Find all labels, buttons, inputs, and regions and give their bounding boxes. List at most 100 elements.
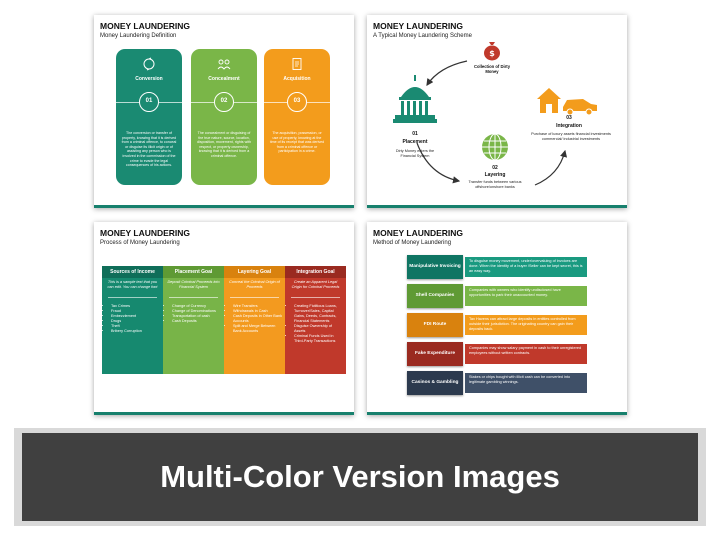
slide-title: MONEY LAUNDERING [100, 21, 191, 31]
list-item: Withdrawals in Cash [233, 309, 282, 314]
method-tag: Casinos & Gambling [407, 371, 463, 395]
column-subtitle: Deposit Criminal Proceeds into Financial… [167, 280, 220, 289]
list-item: Bribery Corruption [111, 329, 160, 334]
card-divider [191, 102, 214, 103]
slide-method-of-money-laundering[interactable]: MONEY LAUNDERING Method of Money Launder… [367, 222, 627, 415]
method-desc: Companies with owners who identify undis… [465, 286, 587, 306]
column-head: Sources of Income [102, 266, 163, 278]
svg-text:$: $ [489, 49, 495, 58]
layering-label: Layering [484, 172, 506, 178]
column-divider [291, 297, 340, 298]
list-item: Creating Fictitious Loans, Turnover/Sale… [294, 304, 343, 324]
method-desc: To disguise money movement, under/overva… [465, 257, 587, 277]
globe-icon [482, 133, 508, 161]
column-list: Tax Crimes Fraud Embezzlement Drugs Thef… [111, 304, 160, 334]
card-acquisition: Acquisition 03 The acquisition, possessi… [264, 49, 330, 185]
card-divider [116, 102, 139, 103]
banner-frame: Multi-Color Version Images [14, 428, 706, 526]
card-concealment: Concealment 02 The concealment or disgui… [191, 49, 257, 185]
card-divider [159, 102, 182, 103]
list-item: Embezzlement [111, 314, 160, 319]
list-item: Cash Deposits in Other Bank Accounts [233, 314, 282, 324]
document-icon [292, 58, 302, 70]
card-conversion: Conversion 01 The conversion or transfer… [116, 49, 182, 185]
column-sources-of-income: Sources of Income This is a sample text … [102, 266, 163, 374]
slide-title: MONEY LAUNDERING [373, 228, 464, 238]
money-bag-icon: $ [484, 42, 500, 61]
method-tag: Shell Companies [407, 284, 463, 308]
method-tag: Manipulative Invoicing [407, 255, 463, 279]
column-head: Layering Goal [224, 266, 285, 278]
method-tag: FDI Route [407, 313, 463, 337]
slide-footer-bar [367, 205, 627, 208]
list-item: Change of Currency [172, 304, 221, 309]
slide-subtitle: Money Laundering Definition [100, 33, 177, 39]
column-subtitle: This is a sample text that you can edit.… [107, 280, 158, 289]
layering-desc: Transfer funds between various offshore/… [468, 180, 522, 189]
list-item: Change of Denominations [172, 309, 221, 314]
card-label: Conversion [135, 76, 163, 82]
card-label: Acquisition [283, 76, 311, 82]
integration-label: Integration [556, 123, 582, 129]
method-desc: Stakes or chips bought with illicit cash… [465, 373, 587, 393]
column-divider [108, 297, 157, 298]
integration-desc: Purchase of luxury assets financial inve… [531, 132, 611, 141]
capitol-building-icon [393, 75, 437, 123]
layering-number: 02 [492, 165, 498, 171]
card-divider [264, 102, 287, 103]
method-desc: Companies may show salary payment in cas… [465, 344, 587, 364]
list-item: Split and Merge Between Bank Accounts [233, 324, 282, 334]
column-head: Integration Goal [285, 266, 346, 278]
list-item: Cash Deposits [172, 319, 221, 324]
list-item: Drugs [111, 319, 160, 324]
slide-subtitle: Process of Money Laundering [100, 240, 180, 246]
placement-desc: Dirty Money enters the Financial System [395, 149, 435, 158]
slide-subtitle: A Typical Money Laundering Scheme [373, 33, 472, 39]
cycle-arrows [416, 60, 568, 186]
column-integration-goal: Integration Goal Create an Apparent Lega… [285, 266, 346, 374]
list-item: Tax Crimes [111, 304, 160, 309]
card-divider [234, 102, 257, 103]
list-item: Fraud [111, 309, 160, 314]
column-list: Wire Transfers Withdrawals in Cash Cash … [233, 304, 282, 334]
house-car-icon [537, 88, 597, 115]
card-number: 01 [139, 92, 159, 112]
banner-title: Multi-Color Version Images [22, 433, 698, 521]
list-item: Criminal Funds Used in Third-Party Trans… [294, 334, 343, 344]
column-subtitle: Conceal the Criminal Origin of Proceeds [229, 280, 280, 289]
placement-label: Placement [402, 139, 428, 145]
list-item: Transportation of cash [172, 314, 221, 319]
method-tag: Fake Expenditure [407, 342, 463, 366]
slide-footer-bar [367, 412, 627, 415]
card-body: The concealment or disguising of the tru… [197, 131, 251, 158]
card-body: The acquisition, possession, or use of p… [269, 131, 325, 154]
column-divider [230, 297, 279, 298]
list-item: Wire Transfers [233, 304, 282, 309]
list-item: Disguise Ownership of Assets [294, 324, 343, 334]
placement-number: 01 [412, 131, 418, 137]
card-number: 02 [214, 92, 234, 112]
integration-number: 03 [566, 115, 572, 121]
collection-label: Collection of Dirty Money [473, 64, 511, 74]
card-body: The conversion or transfer of property, … [121, 131, 177, 168]
column-list: Change of Currency Change of Denominatio… [172, 304, 221, 324]
column-subtitle: Create an Apparent Legal Origin for Crim… [291, 280, 340, 289]
column-placement-goal: Placement Goal Deposit Criminal Proceeds… [163, 266, 224, 374]
card-divider [307, 102, 330, 103]
method-desc: Tax Havens can attract large deposits in… [465, 315, 587, 335]
slide-footer-bar [94, 205, 354, 208]
card-label: Concealment [208, 76, 240, 82]
column-head: Placement Goal [163, 266, 224, 278]
slide-money-laundering-definition[interactable]: MONEY LAUNDERING Money Laundering Defini… [94, 15, 354, 208]
slide-process-of-money-laundering[interactable]: MONEY LAUNDERING Process of Money Launde… [94, 222, 354, 415]
slide-subtitle: Method of Money Laundering [373, 240, 452, 246]
slide-money-laundering-scheme[interactable]: MONEY LAUNDERING A Typical Money Launder… [367, 15, 627, 208]
column-divider [169, 297, 218, 298]
slide-footer-bar [94, 412, 354, 415]
column-list: Creating Fictitious Loans, Turnover/Sale… [294, 304, 343, 344]
cycle-icon [143, 57, 155, 71]
card-number: 03 [287, 92, 307, 112]
list-item: Theft [111, 324, 160, 329]
slide-title: MONEY LAUNDERING [373, 21, 464, 31]
column-layering-goal: Layering Goal Conceal the Criminal Origi… [224, 266, 285, 374]
